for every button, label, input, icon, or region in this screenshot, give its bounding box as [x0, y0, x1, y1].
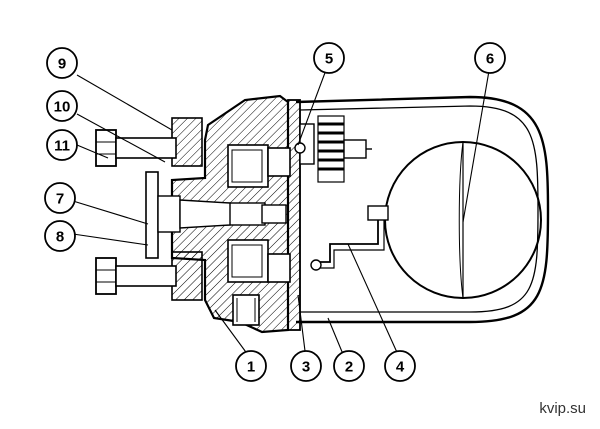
upper-bolt — [95, 129, 177, 167]
callout-1: 1 — [247, 359, 255, 376]
callout-10: 10 — [54, 99, 71, 116]
callout-2: 2 — [345, 359, 353, 376]
inlet-plug — [145, 171, 231, 259]
callout-circles — [44, 42, 506, 382]
callout-4: 4 — [396, 359, 405, 376]
float-lever — [310, 205, 389, 271]
callout-8: 8 — [56, 229, 64, 246]
valve-seats — [261, 147, 291, 283]
callout-6: 6 — [486, 51, 494, 68]
callout-7: 7 — [56, 191, 64, 208]
thermostatic-element — [294, 115, 372, 183]
leader-lines — [72, 61, 491, 360]
lower-bolt — [95, 257, 177, 295]
cover-flange — [287, 99, 301, 331]
watermark: kvip.su — [539, 400, 586, 417]
callout-9: 9 — [58, 56, 66, 73]
callout-11: 11 — [54, 138, 70, 155]
callout-3: 3 — [302, 359, 310, 376]
callout-5: 5 — [325, 51, 333, 68]
